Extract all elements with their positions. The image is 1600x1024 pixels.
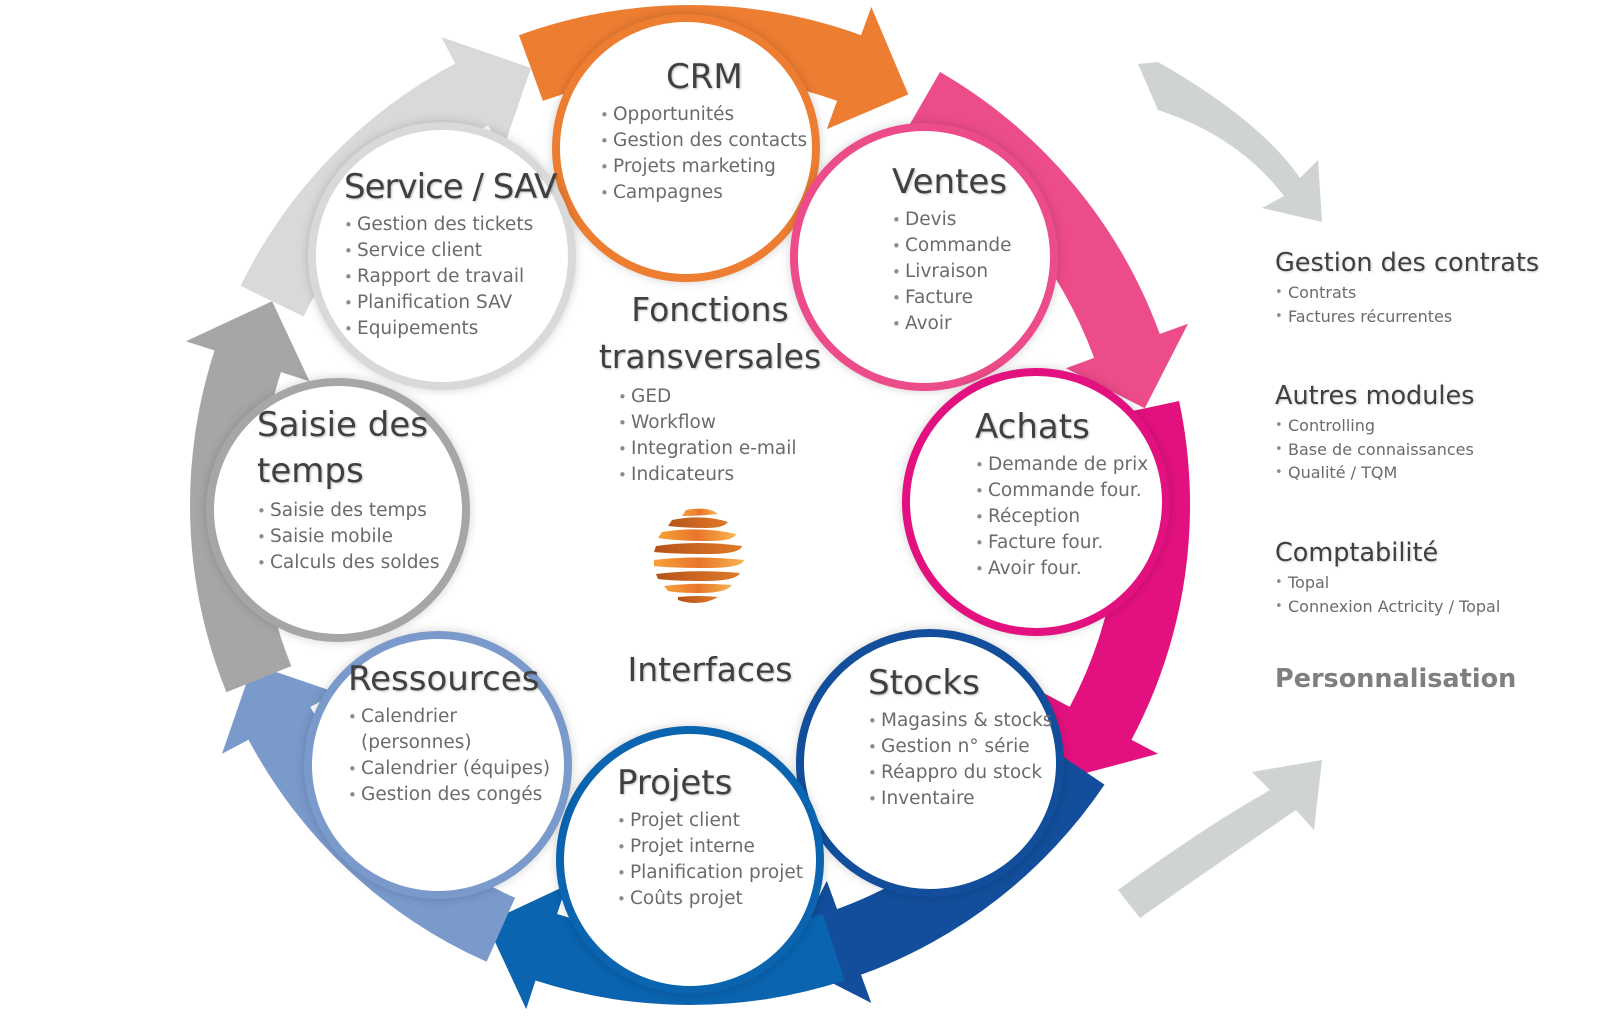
list-item: Factures récurrentes	[1275, 305, 1539, 329]
side-compta-title: Comptabilité	[1275, 538, 1439, 568]
list-item: Contrats	[1275, 281, 1539, 305]
list-item: Planification SAV	[344, 290, 556, 316]
list-item: Commande	[892, 233, 1011, 259]
list-item: Equipements	[344, 316, 556, 342]
side-arrow-top	[1138, 62, 1322, 222]
list-item: Projet interne	[617, 834, 803, 860]
list-item: (personnes)	[361, 732, 472, 753]
ressources-module: Ressources Calendrier (personnes) Calend…	[348, 658, 550, 808]
list-item: Gestion des contacts	[600, 128, 807, 154]
list-item: Livraison	[892, 259, 1011, 285]
ventes-items: Devis Commande Livraison Facture Avoir	[892, 207, 1011, 337]
list-item: Rapport de travail	[344, 264, 556, 290]
saisie-module: Saisie des temps Saisie des temps Saisie…	[257, 402, 439, 576]
center-items: GED Workflow Integration e-mail Indicate…	[618, 384, 797, 488]
list-item: Topal	[1275, 571, 1500, 595]
projets-module: Projets Projet client Projet interne Pla…	[617, 762, 803, 912]
list-item: Projet client	[617, 808, 803, 834]
achats-items: Demande de prix Commande four. Réception…	[975, 452, 1148, 582]
list-item: Opportunités	[600, 102, 807, 128]
side-compta-items: Topal Connexion Actricity / Topal	[1275, 571, 1500, 618]
list-item: Magasins & stocks	[868, 708, 1052, 734]
list-item: Projets marketing	[600, 154, 807, 180]
crm-module: CRM Opportunités Gestion des contacts Pr…	[600, 56, 807, 206]
side-personnalisation: Personnalisation	[1275, 664, 1517, 694]
list-item: Workflow	[618, 410, 797, 436]
saisie-title-line1: Saisie des	[257, 405, 428, 445]
side-contrats-items: Contrats Factures récurrentes	[1275, 281, 1539, 328]
ressources-title: Ressources	[348, 659, 540, 699]
stocks-module: Stocks Magasins & stocks Gestion n° séri…	[868, 662, 1052, 812]
list-item: Calendrier	[348, 704, 550, 730]
side-arrow-bottom	[1118, 760, 1322, 918]
achats-title: Achats	[975, 407, 1090, 447]
side-contrats: Gestion des contrats Contrats Factures r…	[1275, 247, 1539, 328]
list-item: Demande de prix	[975, 452, 1148, 478]
saisie-items: Saisie des temps Saisie mobile Calculs d…	[257, 498, 439, 576]
achats-module: Achats Demande de prix Commande four. Ré…	[975, 406, 1148, 582]
list-item: Facture	[892, 285, 1011, 311]
list-item: Inventaire	[868, 786, 1052, 812]
side-autres-items: Controlling Base de connaissances Qualit…	[1275, 414, 1474, 485]
list-item: Facture four.	[975, 530, 1148, 556]
side-contrats-title: Gestion des contrats	[1275, 248, 1540, 278]
list-item: Réception	[975, 504, 1148, 530]
side-autres-title: Autres modules	[1275, 381, 1475, 411]
projets-items: Projet client Projet interne Planificati…	[617, 808, 803, 912]
list-item: Saisie des temps	[257, 498, 439, 524]
list-item: Connexion Actricity / Topal	[1275, 595, 1500, 619]
side-autres: Autres modules Controlling Base de conna…	[1275, 380, 1474, 485]
ressources-items: Calendrier (personnes) Calendrier (équip…	[348, 704, 550, 808]
list-item: Base de connaissances	[1275, 438, 1474, 462]
service-title: Service / SAV	[344, 167, 557, 207]
list-item: Calculs des soldes	[257, 550, 439, 576]
list-item: Gestion des tickets	[344, 212, 556, 238]
service-items: Gestion des tickets Service client Rappo…	[344, 212, 556, 342]
side-compta: Comptabilité Topal Connexion Actricity /…	[1275, 537, 1500, 618]
ventes-title: Ventes	[892, 162, 1008, 202]
stocks-items: Magasins & stocks Gestion n° série Réapp…	[868, 708, 1052, 812]
crm-items: Opportunités Gestion des contacts Projet…	[600, 102, 807, 206]
list-item: Gestion n° série	[868, 734, 1052, 760]
stocks-title: Stocks	[868, 663, 980, 703]
crm-title: CRM	[666, 57, 743, 97]
list-item: Coûts projet	[617, 886, 803, 912]
saisie-title-line2: temps	[257, 451, 364, 491]
list-item: Calendrier (équipes)	[348, 756, 550, 782]
list-item: Devis	[892, 207, 1011, 233]
interfaces-label: Interfaces	[627, 650, 793, 689]
list-item: Campagnes	[600, 180, 807, 206]
projets-title: Projets	[617, 763, 733, 803]
list-item: Indicateurs	[618, 462, 797, 488]
list-item: Réappro du stock	[868, 760, 1052, 786]
service-module: Service / SAV Gestion des tickets Servic…	[344, 166, 557, 342]
list-item: Controlling	[1275, 414, 1474, 438]
center-title-line1: Fonctions	[631, 290, 789, 329]
list-item: Planification projet	[617, 860, 803, 886]
center-title: Fonctions transversales	[590, 286, 830, 380]
list-item: Commande four.	[975, 478, 1148, 504]
list-item: Service client	[344, 238, 556, 264]
list-item: Avoir	[892, 311, 1011, 337]
logo-sphere-icon	[654, 508, 744, 603]
list-item: GED	[618, 384, 797, 410]
list-item: Avoir four.	[975, 556, 1148, 582]
ventes-module: Ventes Devis Commande Livraison Facture …	[892, 161, 1011, 337]
center-functions: GED Workflow Integration e-mail Indicate…	[618, 384, 797, 488]
list-item: Gestion des congés	[348, 782, 550, 808]
list-item: Saisie mobile	[257, 524, 439, 550]
list-item: Qualité / TQM	[1275, 461, 1474, 485]
center-title-line2: transversales	[598, 337, 822, 376]
list-item: Integration e-mail	[618, 436, 797, 462]
